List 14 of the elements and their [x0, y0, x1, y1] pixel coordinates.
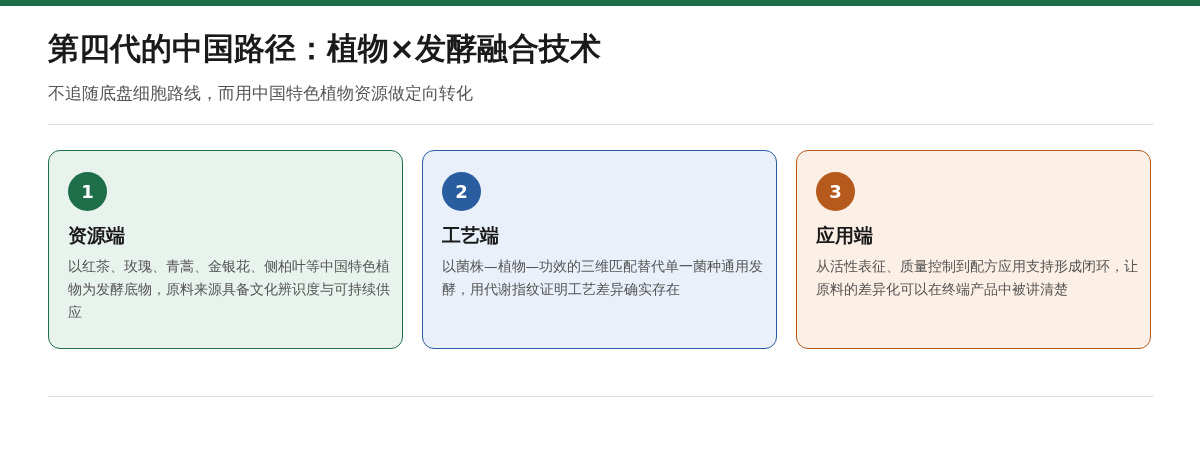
card: [422, 150, 777, 349]
card-description: 以红茶、玫瑰、青蒿、金银花、侧柏叶等中国特色植物为发酵底物，原料来源具备文化辨识度与可持续供应: [68, 257, 391, 322]
card-description: 从活性表征、质量控制到配方应用支持形成闭环，让原料的差异化可以在终端产品中被讲清楚: [816, 257, 1139, 299]
card-heading: 工艺端: [442, 223, 499, 248]
number-badge: 1: [68, 172, 107, 211]
card: [48, 150, 403, 349]
number-badge: 3: [816, 172, 855, 211]
card-heading: 应用端: [816, 223, 873, 248]
subtitle: 不追随底盘细胞路线，而用中国特色植物资源做定向转化: [48, 82, 473, 105]
card-description: 以菌株—植物—功效的三维匹配替代单一菌种通用发酵，用代谢指纹证明工艺差异确实存在: [442, 257, 764, 299]
number-badge: 2: [442, 172, 481, 211]
card-heading: 资源端: [68, 223, 125, 248]
card: [796, 150, 1151, 349]
title: 第四代的中国路径：植物×发酵融合技术: [48, 29, 601, 68]
